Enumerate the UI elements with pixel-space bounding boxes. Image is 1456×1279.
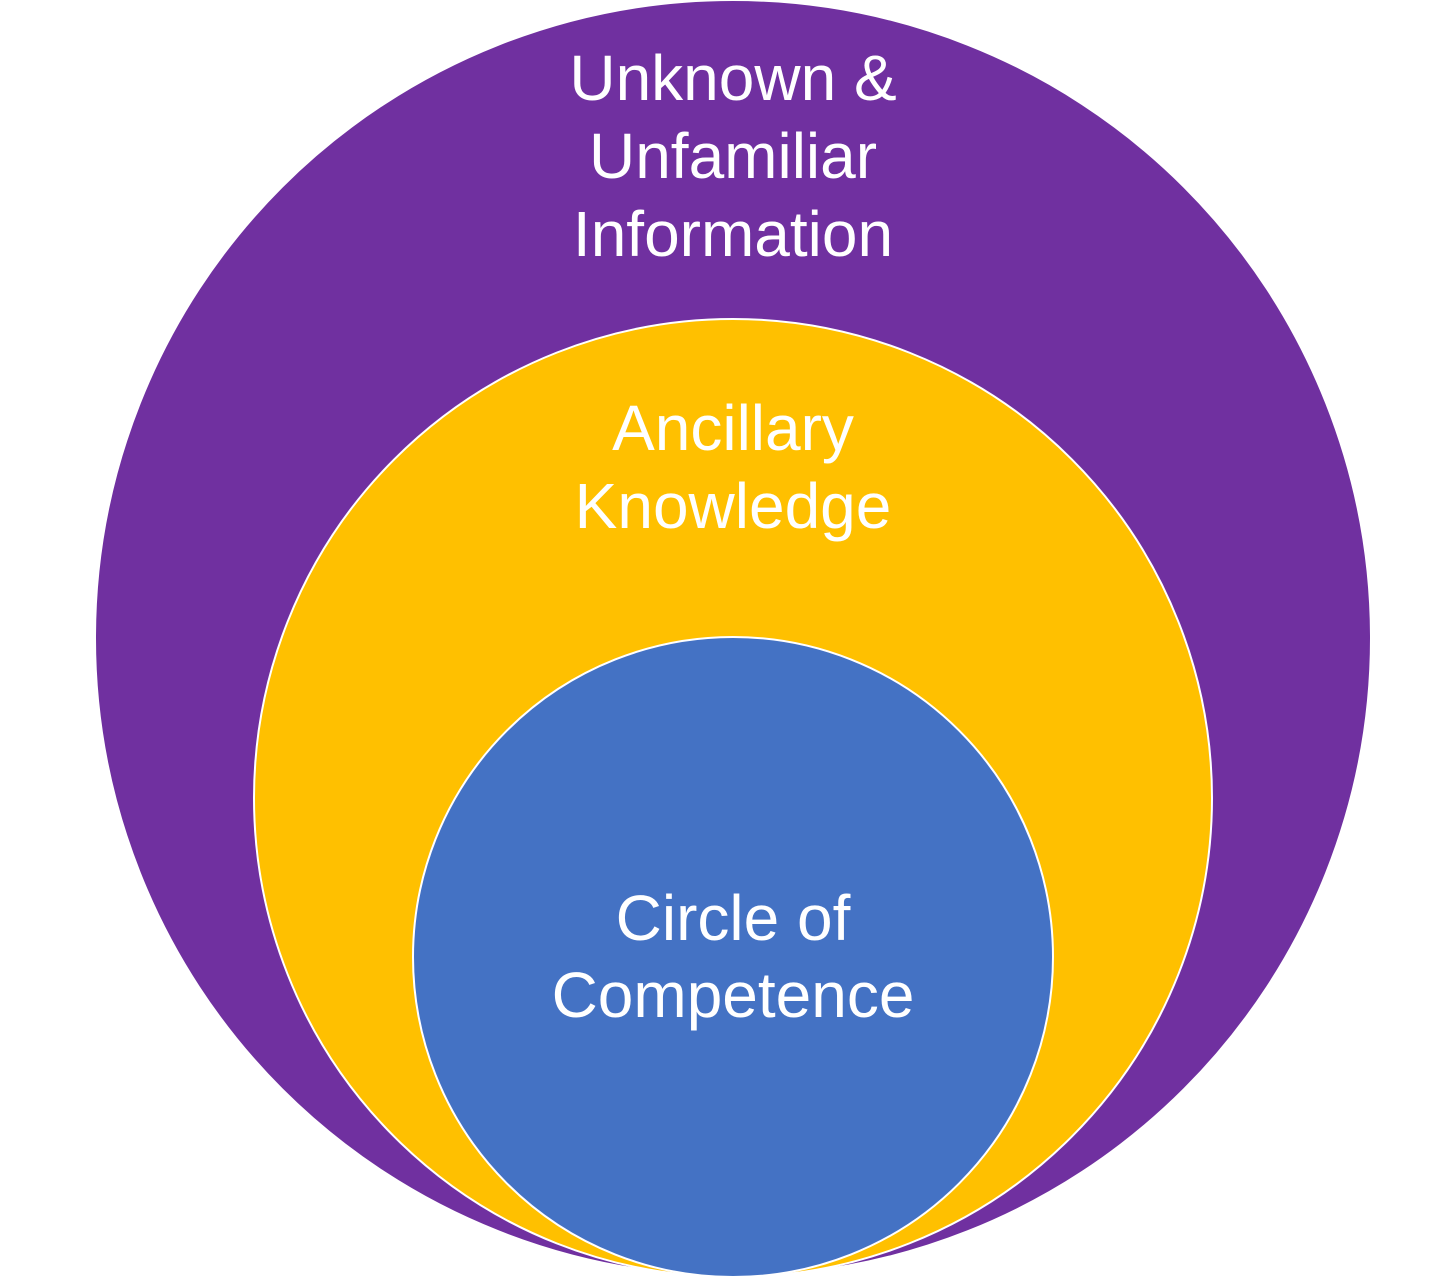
inner-label-line-2: Competence [552, 959, 915, 1031]
outer-label-line-2: Unfamiliar [589, 120, 877, 192]
inner-circle [412, 636, 1054, 1278]
middle-label-line-2: Knowledge [575, 470, 892, 542]
middle-label-line-1: Ancillary [612, 392, 854, 464]
inner-label-line-1: Circle of [616, 882, 851, 954]
outer-label-line-3: Information [573, 198, 893, 270]
outer-label-line-1: Unknown & [569, 42, 896, 114]
